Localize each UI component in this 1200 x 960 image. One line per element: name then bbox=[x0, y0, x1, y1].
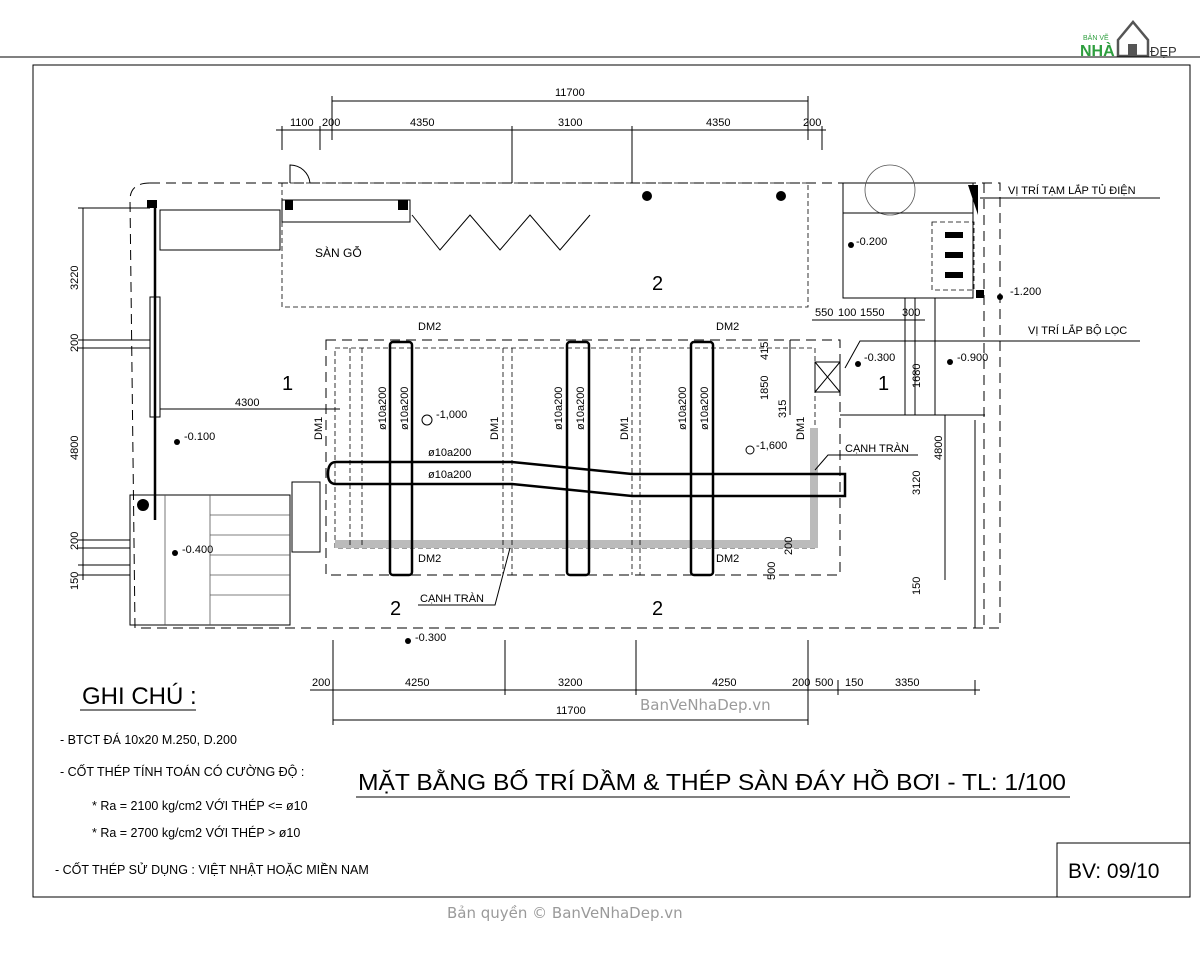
elevation: -0.300 bbox=[415, 632, 446, 644]
dim-top-total: 11700 bbox=[555, 87, 585, 99]
logo: BẢN VẼ NHÀ ĐẸP bbox=[1080, 20, 1177, 60]
dim-right: 100 bbox=[838, 307, 856, 319]
notes: GHI CHÚ : - BTCT ĐÁ 10x20 M.250, D.200 -… bbox=[55, 683, 369, 877]
rebar-label: ø10a200 bbox=[428, 469, 471, 481]
building-outline bbox=[129, 164, 1001, 629]
dim-top-6: 200 bbox=[803, 117, 821, 129]
elevation-marks: -0.200 -1.200 -0.300 -0.900 -1,000 -1,60… bbox=[172, 236, 1041, 644]
dim-bottom: 200 bbox=[312, 677, 330, 689]
dim-bottom: 4250 bbox=[405, 677, 429, 689]
dm2-label: DM2 bbox=[716, 553, 739, 565]
deck-label: SÀN GỖ bbox=[315, 245, 362, 260]
note-item: * Ra = 2700 kg/cm2 VỚI THÉP > ø10 bbox=[92, 825, 300, 840]
dm2-label: DM2 bbox=[418, 321, 441, 333]
sheet-border bbox=[32, 64, 1191, 898]
dim-bottom: 3200 bbox=[558, 677, 582, 689]
elevation: -0.400 bbox=[182, 544, 213, 556]
dim-top-2: 200 bbox=[322, 117, 340, 129]
dim-top-1: 1100 bbox=[290, 117, 314, 129]
dim-bottom: 4250 bbox=[712, 677, 736, 689]
section-2-top: 2 bbox=[652, 273, 663, 295]
logo-top: BẢN VẼ bbox=[1083, 33, 1109, 42]
drawing-labels: SÀN GỖ 2 1 1 2 2 DM2 DM2 DM2 DM2 DM1 DM1… bbox=[282, 184, 1160, 620]
logo-main: NHÀ bbox=[1080, 41, 1115, 60]
sheet-number: BV: 09/10 bbox=[1068, 860, 1159, 883]
dim-right-vertical: 3120 bbox=[911, 471, 923, 495]
section-1-right: 1 bbox=[878, 373, 889, 395]
note-item: - BTCT ĐÁ 10x20 M.250, D.200 bbox=[60, 732, 237, 747]
dim-bottom: 150 bbox=[845, 677, 863, 689]
rebar-label: ø10a200 bbox=[428, 447, 471, 459]
dim-bottom: 500 bbox=[815, 677, 833, 689]
left-dimensions: 3220 200 4800 200 150 4300 bbox=[69, 207, 340, 590]
dm2-label: DM2 bbox=[418, 553, 441, 565]
elevation: -1,000 bbox=[436, 409, 467, 421]
elevation: -0.900 bbox=[957, 352, 988, 364]
dim-left: 200 bbox=[69, 532, 81, 550]
dim-right: 550 bbox=[815, 307, 833, 319]
bottom-dimensions: 200 4250 3200 4250 200 500 150 3350 1170… bbox=[310, 640, 980, 725]
logo-sub: ĐẸP bbox=[1150, 44, 1177, 59]
section-2-bottom-left: 2 bbox=[390, 598, 401, 620]
electric-cabinet-label: VỊ TRÍ TẠM LẮP TỦ ĐIỆN bbox=[1008, 184, 1136, 197]
dim-right: 300 bbox=[902, 307, 920, 319]
dim-bottom: 200 bbox=[792, 677, 810, 689]
filter-label: VỊ TRÍ LẮP BỘ LỌC bbox=[1028, 324, 1127, 337]
dim-top-4: 3100 bbox=[558, 117, 582, 129]
dim-right: 1550 bbox=[860, 307, 884, 319]
rebar-label: ø10a200 bbox=[553, 387, 565, 430]
rebar-label: ø10a200 bbox=[677, 387, 689, 430]
rebar-label: ø10a200 bbox=[575, 387, 587, 430]
dim-right-vertical: 4800 bbox=[933, 436, 945, 460]
dim-top-5: 4350 bbox=[706, 117, 730, 129]
overflow-label-bottom: CẠNH TRÀN bbox=[420, 592, 484, 605]
overflow-label-right: CẠNH TRÀN bbox=[845, 442, 909, 455]
dim-top-3: 4350 bbox=[410, 117, 434, 129]
rebar-label: ø10a200 bbox=[377, 387, 389, 430]
dim-left: 200 bbox=[69, 334, 81, 352]
elevation: -1.200 bbox=[1010, 286, 1041, 298]
dim-right-vertical: 150 bbox=[911, 577, 923, 595]
dm1-label: DM1 bbox=[795, 417, 807, 440]
dm1-label: DM1 bbox=[619, 417, 631, 440]
dim-right-vertical: 1680 bbox=[911, 364, 923, 388]
dm1-label: DM1 bbox=[489, 417, 501, 440]
dim-bottom: 3350 bbox=[895, 677, 919, 689]
drawing-title: MẶT BẰNG BỐ TRÍ DẦM & THÉP SÀN ĐÁY HỒ BƠ… bbox=[358, 768, 1066, 795]
dim-left: 150 bbox=[69, 572, 81, 590]
elevation: -0.200 bbox=[856, 236, 887, 248]
elevation: -0.300 bbox=[864, 352, 895, 364]
dim-pool-inner: 200 bbox=[783, 537, 795, 555]
dim-pool-inner: 1850 bbox=[759, 376, 771, 400]
rebar-label: ø10a200 bbox=[699, 387, 711, 430]
watermark: BanVeNhaDep.vn bbox=[640, 696, 771, 714]
dim-pool-inner: 415 bbox=[759, 342, 771, 360]
note-item: - CỐT THÉP TÍNH TOÁN CÓ CƯỜNG ĐỘ : bbox=[60, 764, 304, 779]
pool-plan bbox=[325, 339, 847, 577]
dim-left: 4800 bbox=[69, 436, 81, 460]
dim-pool-inner: 315 bbox=[777, 400, 789, 418]
dm2-label: DM2 bbox=[716, 321, 739, 333]
notes-heading: GHI CHÚ : bbox=[82, 683, 197, 710]
sheet-number-box bbox=[1056, 842, 1191, 898]
dim-left: 3220 bbox=[69, 266, 81, 290]
note-item: - CỐT THÉP SỬ DỤNG : VIỆT NHẬT HOẶC MIỀN… bbox=[55, 862, 369, 877]
dim-bottom-total: 11700 bbox=[556, 705, 586, 717]
copyright-watermark: Bản quyền © BanVeNhaDep.vn bbox=[447, 904, 683, 922]
dm1-label: DM1 bbox=[313, 417, 325, 440]
elevation: -0.100 bbox=[184, 431, 215, 443]
rebar-label: ø10a200 bbox=[399, 387, 411, 430]
note-item: * Ra = 2100 kg/cm2 VỚI THÉP <= ø10 bbox=[92, 798, 308, 813]
section-2-bottom-right: 2 bbox=[652, 598, 663, 620]
elevation: -1,600 bbox=[756, 440, 787, 452]
dim-pool-inner: 500 bbox=[766, 562, 778, 580]
top-dimensions: 11700 1100 200 4350 3100 4350 200 bbox=[276, 87, 826, 183]
right-dimensions: 550 100 1550 300 4800 3120 1680 150 415 … bbox=[759, 307, 946, 595]
dim-pool-left: 4300 bbox=[235, 397, 259, 409]
section-1-left: 1 bbox=[282, 373, 293, 395]
